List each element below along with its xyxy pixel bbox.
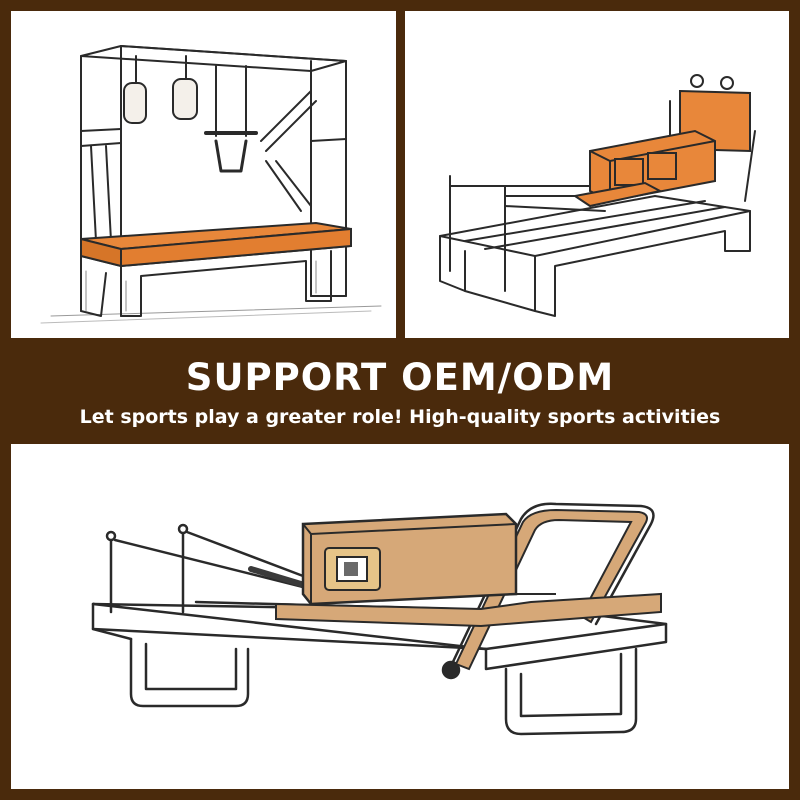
wooden-reformer-image	[11, 444, 789, 789]
wooden-reformer-drawing	[91, 502, 668, 736]
banner-subline: Let sports play a greater role! High-qua…	[79, 406, 721, 428]
cadillac-table-image	[11, 11, 396, 338]
cadillac-table-drawing	[40, 45, 382, 324]
banner-headline: SUPPORT OEM/ODM	[185, 356, 615, 399]
reformer-tower-image	[405, 11, 789, 338]
reformer-tower-drawing	[439, 74, 756, 317]
promo-banner: SUPPORT OEM/ODM Let sports play a greate…	[0, 338, 800, 444]
